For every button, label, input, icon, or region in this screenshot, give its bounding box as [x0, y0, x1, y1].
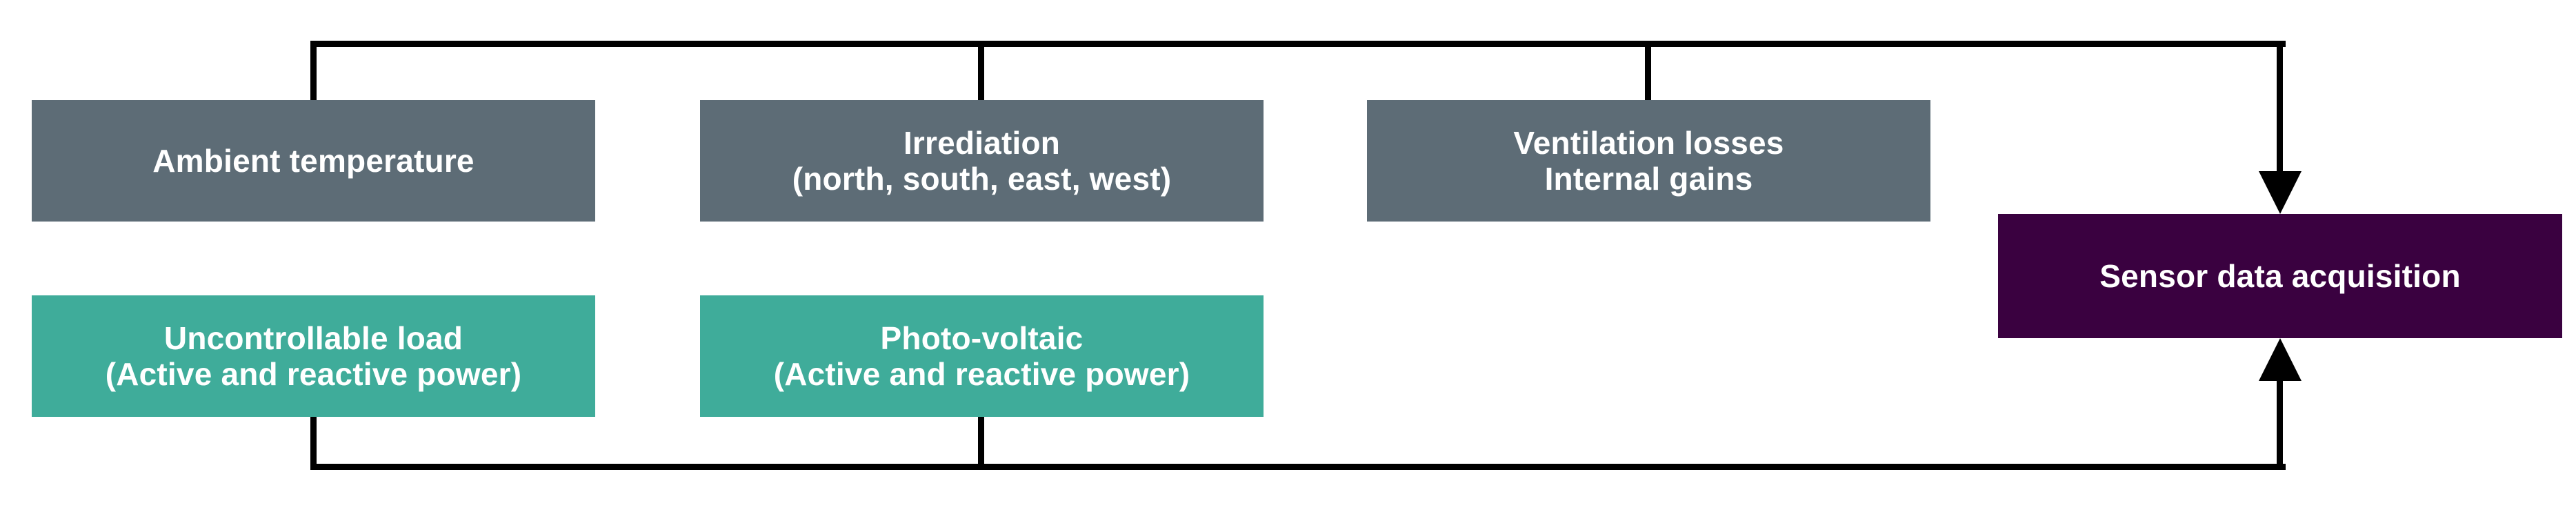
node-uncontrollable-load-line1: Uncontrollable load: [163, 320, 463, 356]
node-irrediation-line2: (north, south, east, west): [792, 161, 1172, 197]
node-sensor-data-acquisition-label: Sensor data acquisition: [2099, 257, 2461, 294]
node-photo-voltaic-line1: Photo-voltaic: [880, 320, 1084, 356]
node-irrediation[interactable]: Irrediation (north, south, east, west): [700, 100, 1264, 222]
top-stub-ventilation-losses: [1645, 41, 1651, 101]
top-stub-irrediation: [978, 41, 984, 101]
bottom-stub-uncontrollable-load: [310, 416, 317, 470]
node-irrediation-line1: Irrediation: [903, 124, 1061, 161]
top-stub-ambient-temperature: [310, 41, 317, 101]
node-uncontrollable-load[interactable]: Uncontrollable load (Active and reactive…: [32, 295, 595, 417]
arrow-down-into-sensor-data-acquisition: [2259, 171, 2302, 214]
top-bus-right-riser: [2277, 41, 2283, 173]
node-internal-gains-line2: Internal gains: [1544, 161, 1753, 197]
node-photo-voltaic[interactable]: Photo-voltaic (Active and reactive power…: [700, 295, 1264, 417]
node-uncontrollable-load-line2: (Active and reactive power): [105, 356, 522, 392]
bottom-bus-horizontal-wire: [310, 464, 2286, 470]
node-ventilation-losses-line1: Ventilation losses: [1513, 124, 1784, 161]
node-sensor-data-acquisition[interactable]: Sensor data acquisition: [1998, 214, 2562, 338]
node-ambient-temperature-line1: Ambient temperature: [152, 142, 475, 179]
top-bus-horizontal-wire: [310, 41, 2286, 47]
bottom-bus-right-riser: [2277, 381, 2283, 470]
node-ambient-temperature[interactable]: Ambient temperature: [32, 100, 595, 222]
bottom-stub-photo-voltaic: [978, 416, 984, 470]
arrow-up-into-sensor-data-acquisition: [2259, 338, 2302, 381]
node-ventilation-losses-internal-gains[interactable]: Ventilation losses Internal gains: [1367, 100, 1930, 222]
node-photo-voltaic-line2: (Active and reactive power): [773, 356, 1190, 392]
